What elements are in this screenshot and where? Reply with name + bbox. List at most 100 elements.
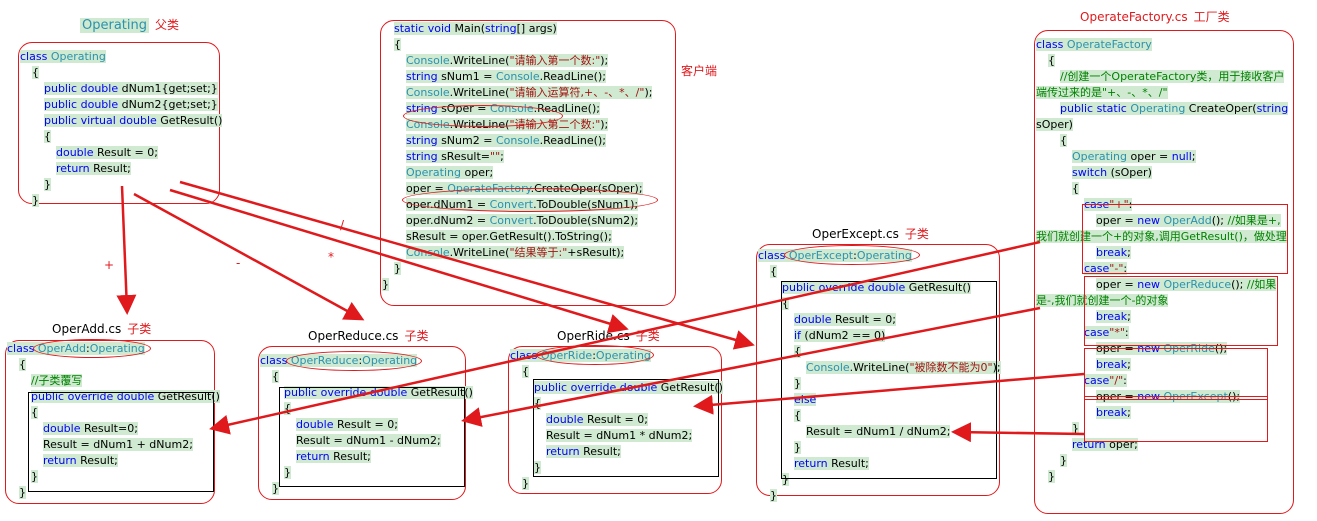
factory-code-line: break; bbox=[1096, 246, 1131, 259]
factory-code-line: } bbox=[1072, 422, 1079, 435]
operexcept-oval bbox=[784, 245, 920, 265]
main-code-line: Operating oper; bbox=[406, 166, 494, 179]
operride-method-frame bbox=[533, 379, 719, 477]
factory-code-line: } bbox=[1048, 470, 1055, 483]
operadd-code-line: double Result=0; bbox=[43, 422, 138, 435]
operating-code-line: public double dNum2{get;set;} bbox=[44, 98, 218, 111]
operride-code-line: Result = dNum1 * dNum2; bbox=[546, 429, 693, 442]
operreduce-code-line: { bbox=[272, 370, 279, 383]
factory-code-line: { bbox=[1048, 54, 1055, 67]
arrow-operating-to-operride bbox=[169, 188, 629, 334]
operexcept-code-line: } bbox=[782, 473, 789, 486]
operating-heading-tag: 父类 bbox=[155, 18, 180, 32]
main-code-line: { bbox=[394, 38, 401, 51]
factory-code-line: oper = new OperReduce(); //如果 bbox=[1096, 278, 1277, 291]
main-code-line: } bbox=[382, 278, 389, 291]
operexcept-code-line: Console.WriteLine("被除数不能为0"); bbox=[806, 361, 1001, 374]
factory-heading: OperateFactory.cs 工厂类 bbox=[1080, 8, 1230, 25]
soper-oval bbox=[403, 105, 563, 127]
createoper-oval bbox=[402, 188, 658, 212]
operating-box: class Operating{public double dNum1{get;… bbox=[18, 42, 223, 207]
operexcept-code-line: } bbox=[794, 377, 801, 390]
main-code-line: static void Main(string[] args) bbox=[394, 22, 557, 35]
operadd-code-line: //子类覆写 bbox=[31, 374, 83, 387]
operexcept-code-line: Result = dNum1 / dNum2; bbox=[806, 425, 951, 438]
operadd-oval bbox=[33, 339, 151, 358]
arrow-divide-to-operexcept bbox=[951, 422, 1085, 443]
factory-code-line: break; bbox=[1096, 310, 1131, 323]
operexcept-code-line: if (dNum2 == 0) bbox=[794, 329, 886, 342]
operadd-heading-name: OperAdd.cs bbox=[52, 322, 122, 336]
factory-code-line: 端传过来的是"+、-、*、/" bbox=[1036, 86, 1168, 99]
operating-code-line: { bbox=[44, 130, 51, 143]
operexcept-code: class OperExcept:Operating{public overri… bbox=[758, 248, 1001, 504]
operreduce-heading-name: OperReduce.cs bbox=[308, 329, 399, 343]
case-minus-box bbox=[1084, 276, 1278, 346]
operreduce-code-line: } bbox=[284, 466, 291, 479]
operadd-heading-tag: 子类 bbox=[127, 322, 152, 336]
divide-arrow-label: / bbox=[340, 218, 345, 232]
main-code-line: } bbox=[394, 262, 401, 275]
main-code-line: Console.WriteLine("请输入第一个数:"); bbox=[406, 54, 609, 67]
factory-code-line: break; bbox=[1096, 406, 1131, 419]
operride-code-line: { bbox=[522, 365, 529, 378]
operexcept-code-line: { bbox=[794, 409, 801, 422]
operreduce-heading-tag: 子类 bbox=[404, 329, 429, 343]
operreduce-oval bbox=[286, 351, 422, 371]
factory-code-line: sOper) bbox=[1036, 118, 1073, 131]
operreduce-method-frame bbox=[279, 387, 465, 487]
operreduce-code-line: } bbox=[272, 482, 279, 495]
operreduce-code-line: return Result; bbox=[296, 450, 371, 463]
main-code-line: string sNum1 = Console.ReadLine(); bbox=[406, 70, 606, 83]
operadd-code-line: { bbox=[31, 406, 38, 419]
operadd-code-line: public override double GetResult() bbox=[31, 390, 220, 403]
operating-code-line: class Operating bbox=[20, 50, 106, 63]
factory-code-line: case"/": bbox=[1084, 374, 1127, 387]
factory-code-line: case"*": bbox=[1084, 326, 1129, 339]
operating-code-line: public virtual double GetResult() bbox=[44, 114, 223, 127]
operride-code-line: } bbox=[522, 477, 529, 490]
operride-code-line: { bbox=[534, 397, 541, 410]
arrow-operating-to-operadd bbox=[116, 185, 137, 315]
operexcept-code-line: } bbox=[794, 441, 801, 454]
factory-heading-name: OperateFactory.cs bbox=[1080, 10, 1188, 24]
operadd-code-line: Result = dNum1 + dNum2; bbox=[43, 438, 193, 451]
case-divide-box bbox=[1084, 396, 1268, 442]
factory-code-line: class OperateFactory bbox=[1036, 38, 1152, 51]
operexcept-code-line: { bbox=[794, 345, 801, 358]
factory-code-line: Operating oper = null; bbox=[1072, 150, 1196, 163]
operexcept-code-line: } bbox=[770, 489, 777, 502]
operating-code-line: double Result = 0; bbox=[56, 146, 158, 159]
operexcept-code-line: return Result; bbox=[794, 457, 869, 470]
factory-heading-tag: 工厂类 bbox=[1193, 10, 1230, 24]
operexcept-code-line: { bbox=[770, 265, 777, 278]
operride-code-line: double Result = 0; bbox=[546, 413, 648, 426]
case-plus-box bbox=[1082, 204, 1288, 274]
operadd-code-line: return Result; bbox=[43, 454, 118, 467]
factory-code-line: oper = new OperAdd(); //如果是+, bbox=[1096, 214, 1281, 227]
operexcept-code-line: { bbox=[782, 297, 789, 310]
operride-code-line: } bbox=[534, 461, 541, 474]
factory-code-line: 我们就创建一个+的对象,调用GetResult()，做处理 bbox=[1036, 230, 1287, 243]
operreduce-code-line: Result = dNum1 - dNum2; bbox=[296, 434, 441, 447]
main-code-line: sResult = oper.GetResult().ToString(); bbox=[406, 230, 612, 243]
operexcept-heading-name: OperExcept.cs bbox=[812, 227, 899, 241]
operating-code-line: return Result; bbox=[56, 162, 131, 175]
operating-code-line: { bbox=[32, 66, 39, 79]
operexcept-heading: OperExcept.cs 子类 bbox=[812, 225, 929, 242]
factory-code-line: case"-": bbox=[1084, 262, 1128, 275]
factory-code-line: 是-,我们就创建一个-的对象 bbox=[1036, 294, 1169, 307]
main-code-line: oper.dNum2 = Convert.ToDouble(sNum2); bbox=[406, 214, 639, 227]
factory-code-line: { bbox=[1060, 134, 1067, 147]
factory-code-line: //创建一个OperateFactory类，用于接收客户 bbox=[1060, 70, 1285, 83]
arrow-plus-to-operadd bbox=[209, 240, 1041, 435]
arrow-operating-to-operexcept bbox=[179, 180, 755, 350]
factory-code-line: break; bbox=[1096, 358, 1131, 371]
operexcept-box: class OperExcept:Operating{public overri… bbox=[756, 244, 1001, 502]
operreduce-code-line: double Result = 0; bbox=[296, 418, 398, 431]
operating-code-line: } bbox=[44, 178, 51, 191]
operexcept-code-line: public override double GetResult() bbox=[782, 281, 971, 294]
operexcept-heading-tag: 子类 bbox=[904, 227, 929, 241]
